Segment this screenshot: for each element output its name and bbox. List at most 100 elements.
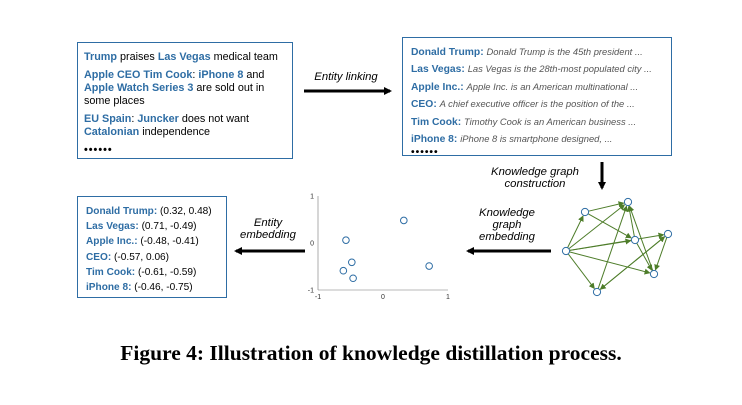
entity-descriptions-box: Donald Trump: Donald Trump is the 45th p… (402, 37, 672, 159)
graph-node (623, 197, 633, 207)
kg-embedding-label-line1: Knowledge (479, 207, 535, 219)
arrows-layer (234, 87, 606, 255)
news-text: praises (117, 51, 158, 63)
graph-edge (628, 205, 654, 271)
embedding-vector: (0.32, 0.48) (160, 206, 212, 217)
entity-description-row: CEO: A chief executive officer is the po… (411, 96, 663, 113)
news-item: Apple CEO Tim Cook: iPhone 8 and Apple W… (84, 69, 286, 108)
news-item: Trump praises Las Vegas medical team (84, 51, 286, 64)
entity-mention: Trump (84, 51, 117, 63)
entity-description: iPhone 8 is smartphone designed, ... (460, 133, 613, 145)
entity-name: iPhone 8: (86, 282, 132, 294)
embedding-scatter-plot: -1 0 1 1 0 -1 (308, 194, 450, 302)
embedding-vector: (-0.57, 0.06) (114, 251, 170, 263)
entity-mention: Juncker (137, 113, 179, 125)
entity-name: CEO: (86, 251, 112, 263)
entity-name: Donald Trump: (86, 206, 158, 217)
x-tick-label: 1 (446, 294, 450, 301)
news-text: medical team (210, 51, 278, 63)
graph-edge (567, 215, 584, 248)
entity-name: Tim Cook: (86, 266, 136, 278)
kg-embedding-label-line3: embedding (479, 231, 535, 243)
embedding-row: iPhone 8: (-0.46, -0.75) (86, 280, 218, 295)
kg-construction-label-line1: Knowledge graph (491, 166, 579, 178)
graph-node (561, 246, 571, 256)
entity-name: Donald Trump: (411, 47, 484, 58)
graph-edge (569, 238, 632, 251)
graph-node (592, 287, 602, 297)
news-item: EU Spain: Juncker does not want Cataloni… (84, 113, 286, 139)
entity-description-row: Tim Cook: Timothy Cook is an American bu… (411, 114, 663, 131)
y-tick-label: 1 (310, 194, 314, 201)
entity-description: Apple Inc. is an American multinational … (466, 80, 639, 92)
embedding-row: Donald Trump: (0.32, 0.48) (86, 204, 218, 219)
kg-embedding-label: Knowledge graph embedding (467, 207, 547, 243)
entity-embedding-label-line1: Entity (253, 217, 283, 229)
scatter-point (400, 216, 408, 225)
kg-embedding-label-line2: graph (492, 219, 522, 231)
graph-edge (654, 237, 668, 271)
entity-mention: EU Spain (84, 113, 132, 125)
graph-edge (597, 205, 628, 289)
entity-name: Las Vegas: (411, 64, 465, 76)
entity-description-row: Las Vegas: Las Vegas is the 28th-most po… (411, 61, 663, 78)
embedding-row: CEO: (-0.57, 0.06) (86, 250, 218, 265)
embedding-row: Apple Inc.: (-0.48, -0.41) (86, 234, 218, 249)
news-text: independence (139, 126, 211, 138)
graph-node (663, 229, 673, 239)
entity-mention: iPhone 8 (198, 69, 244, 81)
entity-description: Donald Trump is the 45th president ... (486, 46, 643, 57)
embedding-vector: (0.71, -0.49) (141, 221, 197, 233)
x-tick-label: 0 (381, 294, 385, 301)
embedding-row: Las Vegas: (0.71, -0.49) (86, 219, 218, 234)
graph-edge (567, 253, 595, 290)
news-text: does not want (178, 113, 250, 125)
entity-embeddings-box: Donald Trump: (0.32, 0.48)Las Vegas: (0.… (77, 196, 227, 298)
embedding-vector: (-0.46, -0.75) (134, 282, 193, 294)
entity-name: Apple Inc.: (411, 81, 464, 93)
entity-description: A chief executive officer is the positio… (439, 98, 635, 110)
scatter-point (339, 266, 348, 275)
embedding-row: Tim Cook: (-0.61, -0.59) (86, 265, 218, 280)
description-ellipsis: •••••• (411, 147, 439, 159)
scatter-point (342, 236, 350, 244)
graph-node (580, 207, 590, 217)
entity-name: Apple Inc.: (86, 236, 138, 248)
entity-mention: Catalonian (84, 126, 140, 138)
news-text: : (192, 69, 199, 81)
graph-node (649, 269, 659, 279)
entity-description-row: Donald Trump: Donald Trump is the 45th p… (411, 44, 663, 61)
news-text: and (243, 69, 265, 81)
scatter-point (349, 274, 357, 283)
knowledge-graph (561, 197, 673, 297)
entity-description: Timothy Cook is an American business ... (464, 115, 637, 127)
graph-edge (588, 201, 625, 212)
x-tick-label: -1 (315, 294, 321, 301)
entity-name: iPhone 8: (411, 134, 458, 146)
kg-construction-label: Knowledge graph construction (470, 166, 600, 190)
scatter-point (348, 258, 356, 267)
graph-edge (587, 213, 632, 239)
entity-mention: Apple CEO Tim Cook (84, 69, 193, 81)
entity-name: Las Vegas: (86, 221, 139, 233)
entity-name: Tim Cook: (411, 116, 462, 128)
entity-description-row: Apple Inc.: Apple Inc. is an American mu… (411, 79, 663, 96)
entity-mention: Apple Watch Series 3 (84, 82, 194, 94)
entity-name: CEO: (411, 99, 437, 111)
graph-node (630, 235, 640, 245)
entity-linking-label: Entity linking (314, 71, 378, 83)
news-text: : (131, 113, 138, 125)
embedding-vector: (-0.48, -0.41) (140, 236, 199, 248)
graph-edge (568, 204, 626, 250)
y-tick-label: 0 (310, 241, 314, 248)
kg-construction-label-line2: construction (504, 178, 566, 190)
entity-mention: Las Vegas (157, 51, 211, 63)
figure-caption: Figure 4: Illustration of knowledge dist… (120, 341, 622, 365)
news-text: are sold out in some places (84, 82, 265, 107)
graph-edge (636, 242, 653, 271)
entity-description: Las Vegas is the 28th-most populated cit… (467, 63, 652, 75)
news-ellipsis: •••••• (84, 144, 113, 156)
graph-edge (599, 236, 666, 291)
y-tick-label: -1 (308, 288, 314, 295)
